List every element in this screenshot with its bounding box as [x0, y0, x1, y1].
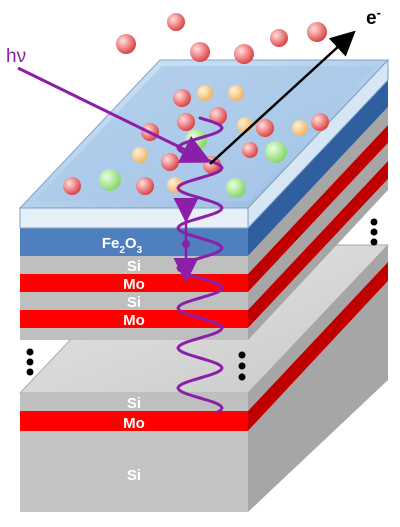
layer-mo-bottom: [20, 411, 248, 431]
ion-green: [99, 169, 121, 191]
mo-top-2-side: [248, 161, 388, 328]
water-molecule: [161, 153, 179, 171]
label-si-top-1: Si: [127, 258, 141, 275]
dot: [370, 218, 378, 226]
ion-orange: [197, 85, 213, 101]
fe2o3-fe: Fe: [102, 235, 120, 252]
dot: [238, 351, 246, 359]
electrolyte-surface: [34, 66, 376, 201]
fe2o3-o: O: [125, 235, 137, 252]
electron-charge: -: [377, 5, 381, 20]
water-molecule: [136, 177, 154, 195]
si-top-2-side: [248, 143, 388, 310]
label-mo-top-1: Mo: [123, 276, 145, 293]
dot: [238, 362, 246, 370]
water-molecule: [177, 113, 195, 131]
photon-arrow: [17, 66, 212, 163]
ion-orange: [228, 85, 244, 101]
label-si-substrate: Si: [127, 467, 141, 484]
water-molecule: [242, 142, 258, 158]
fe2o3-sub2: 3: [137, 245, 143, 256]
gas-molecules: [116, 13, 327, 64]
si-top-1-side: [248, 107, 388, 274]
ion-orange: [132, 147, 148, 163]
fe2o3-side: [248, 80, 388, 256]
water-molecule: [173, 89, 191, 107]
gas-molecule: [116, 34, 136, 54]
ion-green: [265, 141, 287, 163]
electrolyte-front: [19, 207, 249, 229]
fe2o3-sub1: 2: [119, 245, 125, 256]
photon-label: hν: [6, 46, 26, 67]
water-molecule: [209, 107, 227, 125]
dot: [26, 368, 34, 376]
lower-si-side: [248, 245, 388, 411]
label-si-top-2: Si: [127, 294, 141, 311]
absorption-point: [182, 240, 190, 248]
dot: [26, 348, 34, 356]
electron-arrow: [209, 30, 356, 165]
ion-orange: [292, 120, 308, 136]
substrate-side: [248, 281, 388, 512]
gas-molecule: [307, 22, 327, 42]
water-molecule: [63, 177, 81, 195]
dot: [26, 358, 34, 366]
electrolyte-molecules: [63, 85, 329, 198]
layer-si-bottom-1: [20, 393, 248, 411]
electron-label: e-: [366, 5, 381, 29]
dot: [370, 238, 378, 246]
electron-symbol: e: [366, 8, 377, 29]
gas-molecule: [234, 44, 254, 64]
lower-mo-side: [248, 262, 388, 431]
gas-molecule: [190, 42, 210, 62]
label-si-bottom-1: Si: [127, 395, 141, 412]
water-molecule: [256, 119, 274, 137]
upper-stack: Fe2O3 Si Mo Si Mo: [18, 58, 390, 340]
mo-top-1-side: [248, 125, 388, 292]
label-fe2o3: Fe2O3: [102, 235, 143, 256]
dot: [238, 373, 246, 381]
continuation-dots: [26, 218, 378, 381]
gas-molecule: [270, 29, 288, 47]
layer-si-top-2: [20, 292, 248, 310]
ion-green: [226, 178, 246, 198]
label-mo-top-2: Mo: [123, 312, 145, 329]
layer-cut-side: [248, 179, 388, 340]
layer-cut-front: [20, 328, 248, 340]
dot: [370, 228, 378, 236]
layer-si-substrate: [20, 431, 248, 512]
label-mo-bottom: Mo: [123, 415, 145, 432]
water-molecule: [311, 113, 329, 131]
gas-molecule: [167, 13, 185, 31]
